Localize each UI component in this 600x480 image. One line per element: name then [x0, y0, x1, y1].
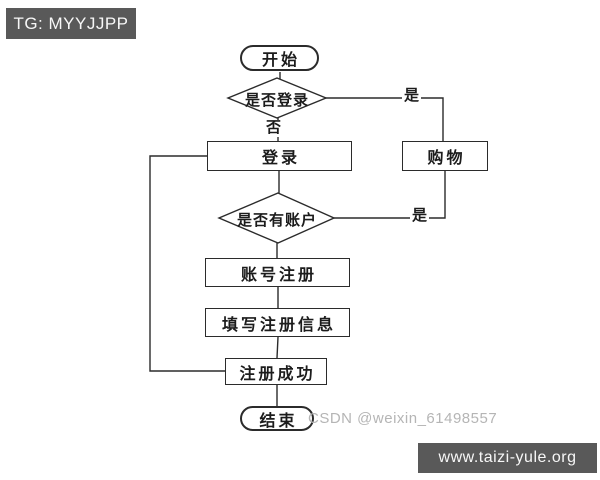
flow-node-fill-info-label: 填写注册信息	[221, 316, 336, 334]
site-url-badge: www.taizi-yule.org	[418, 443, 597, 473]
edge-label-yes-has-account: 是	[410, 208, 430, 225]
flow-node-register-label: 账号注册	[240, 266, 317, 284]
flow-node-login-label: 登录	[261, 150, 300, 167]
csdn-watermark: CSDN @weixin_61498557	[308, 410, 498, 427]
flow-node-register-success-label: 注册成功	[239, 365, 316, 383]
edge-islogged-shopping	[325, 97, 444, 141]
edge-success-login-loop	[149, 155, 225, 372]
diamond-has-account	[217, 192, 336, 244]
tg-badge: TG: MYYJJPP	[6, 8, 136, 39]
diamond-is-logged-in	[226, 77, 328, 119]
flow-node-end: 结束	[240, 406, 314, 431]
flow-node-start-label: 开始	[261, 52, 300, 69]
flow-node-register-success: 注册成功	[225, 358, 327, 385]
flow-node-fill-info: 填写注册信息	[205, 308, 350, 337]
edge-label-yes-logged-in: 是	[402, 88, 422, 105]
flow-node-shopping-label: 购物	[427, 150, 466, 167]
edge-label-no: 否	[264, 120, 284, 137]
edge-fillinfo-success	[276, 336, 279, 359]
flow-node-start: 开始	[240, 45, 319, 71]
flow-node-shopping: 购物	[402, 141, 488, 171]
flow-node-is-logged-in-label: 是否登录	[244, 93, 309, 109]
flow-node-login: 登录	[207, 141, 352, 171]
flow-node-has-account-label: 是否有账户	[236, 213, 317, 229]
flow-node-register: 账号注册	[205, 258, 350, 287]
flow-node-end-label: 结束	[259, 412, 298, 430]
edge-hasaccount-shopping	[334, 171, 446, 219]
